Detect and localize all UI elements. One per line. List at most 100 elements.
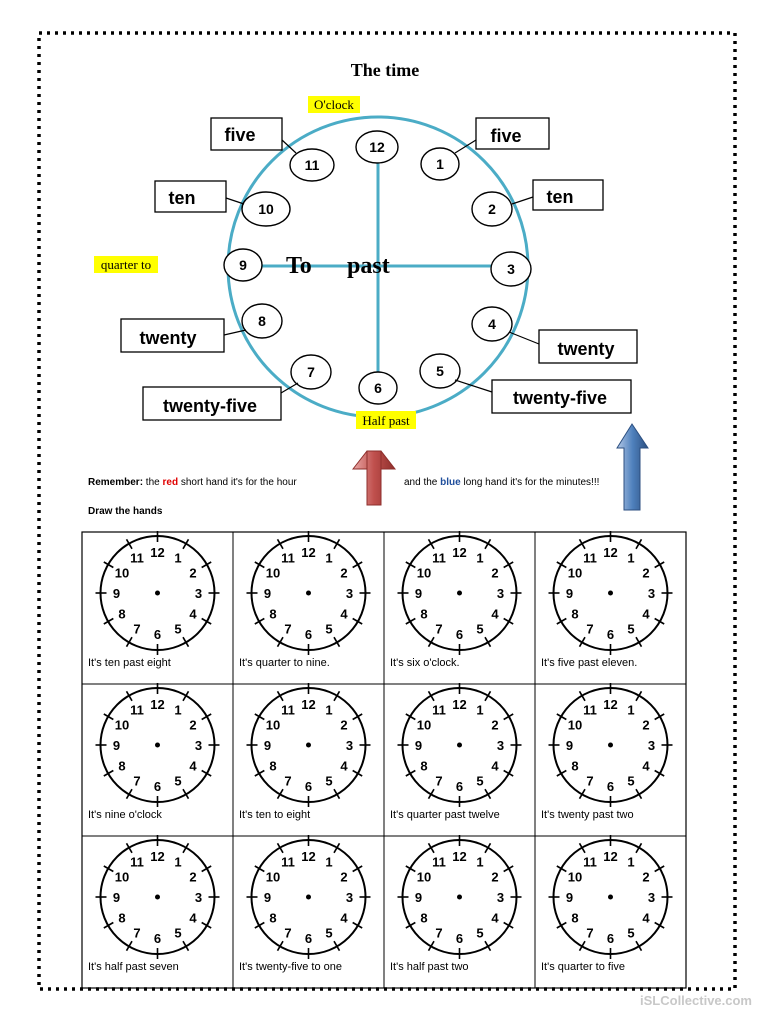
half-past-highlight bbox=[356, 411, 416, 429]
clock-tick bbox=[254, 561, 265, 569]
clock-numeral: 4 bbox=[642, 607, 650, 622]
clock-numeral: 8 bbox=[118, 759, 125, 774]
clock-numeral: 4 bbox=[189, 759, 197, 774]
connector-line bbox=[454, 139, 477, 154]
clock-numeral: 3 bbox=[648, 586, 655, 601]
word-box-twenty-right: twenty bbox=[538, 329, 638, 364]
word-box-twentyfive-left: twenty-five bbox=[142, 386, 282, 421]
clock-numeral: 10 bbox=[568, 870, 582, 885]
clock-numeral: 6 bbox=[305, 779, 312, 794]
clock-numeral: 2 bbox=[189, 718, 196, 733]
clock-numeral: 11 bbox=[130, 702, 144, 717]
clock-tick bbox=[578, 538, 586, 550]
clock-numeral: 9 bbox=[566, 738, 573, 753]
clock-numeral: 9 bbox=[415, 890, 422, 905]
clock-number-12: 12 bbox=[355, 130, 399, 164]
clock-number-label: 10 bbox=[258, 201, 274, 217]
clock-numeral: 8 bbox=[571, 607, 578, 622]
clock-numeral: 7 bbox=[133, 622, 140, 637]
clock-tick bbox=[201, 617, 212, 625]
blue-up-arrow-icon bbox=[616, 423, 649, 511]
clock-tick bbox=[635, 940, 643, 952]
clock-tick bbox=[276, 538, 284, 550]
clock-numeral: 5 bbox=[325, 622, 332, 637]
remember-prefix: Remember: bbox=[88, 477, 143, 488]
clock-tick bbox=[254, 921, 265, 929]
clock-numeral: 2 bbox=[340, 870, 347, 885]
clock-numeral: 5 bbox=[325, 926, 332, 941]
connector-line bbox=[454, 379, 493, 393]
clock-numeral: 8 bbox=[269, 759, 276, 774]
clock-tick bbox=[276, 842, 284, 854]
connector-line bbox=[223, 329, 247, 336]
clock-number-1: 1 bbox=[420, 147, 460, 181]
clock-tick bbox=[635, 788, 643, 800]
clock-tick bbox=[427, 842, 435, 854]
clock-tick bbox=[254, 617, 265, 625]
clock-tick bbox=[352, 713, 363, 721]
clock-numeral: 7 bbox=[284, 774, 291, 789]
word-box-five-left: five bbox=[210, 117, 283, 151]
clock-tick bbox=[556, 865, 567, 873]
clock-numeral: 2 bbox=[491, 870, 498, 885]
clock-numeral: 12 bbox=[150, 697, 164, 712]
clock-numeral: 10 bbox=[266, 870, 280, 885]
clock-center-dot bbox=[155, 590, 160, 596]
clock-tick bbox=[103, 617, 114, 625]
clock-numeral: 5 bbox=[174, 774, 181, 789]
clock-numeral: 12 bbox=[603, 849, 617, 864]
clock-numeral: 8 bbox=[118, 911, 125, 926]
clock-number-label: 11 bbox=[305, 157, 320, 173]
clock-numeral: 12 bbox=[150, 545, 164, 560]
clock-tick bbox=[333, 788, 341, 800]
word-box-label: twenty-five bbox=[513, 388, 607, 408]
clock-numeral: 7 bbox=[133, 774, 140, 789]
word-box-label: five bbox=[224, 125, 255, 145]
clock-center-dot bbox=[608, 742, 613, 748]
clock-numeral: 4 bbox=[642, 911, 650, 926]
clock-numeral: 11 bbox=[432, 854, 446, 869]
page-border bbox=[37, 31, 737, 991]
clock-number-6: 6 bbox=[358, 371, 398, 405]
clock-number-5: 5 bbox=[419, 353, 461, 389]
clock-numeral: 6 bbox=[154, 779, 161, 794]
clock-numeral: 8 bbox=[420, 911, 427, 926]
clock-tick bbox=[182, 940, 190, 952]
watermark: iSLCollective.com bbox=[640, 993, 752, 1008]
clock-numeral: 2 bbox=[340, 718, 347, 733]
clock-numeral: 7 bbox=[586, 774, 593, 789]
clock-numeral: 3 bbox=[346, 890, 353, 905]
clock-caption: It's six o'clock. bbox=[390, 657, 460, 669]
clock-center-dot bbox=[457, 742, 462, 748]
clock-numeral: 9 bbox=[566, 890, 573, 905]
word-box-label: ten bbox=[169, 188, 196, 208]
clock-numeral: 6 bbox=[305, 627, 312, 642]
remember-red-word: red bbox=[163, 477, 179, 488]
word-box-label: twenty bbox=[557, 339, 614, 359]
clock-tick bbox=[182, 538, 190, 550]
clock-numeral: 10 bbox=[115, 718, 129, 733]
clock-numeral: 11 bbox=[432, 702, 446, 717]
clock-number-3: 3 bbox=[490, 251, 532, 287]
clock-center-dot bbox=[608, 590, 613, 596]
clock-tick bbox=[182, 690, 190, 702]
clock-numeral: 1 bbox=[174, 702, 181, 717]
clock-tick bbox=[427, 690, 435, 702]
clock-tick bbox=[654, 769, 665, 777]
clock-numeral: 5 bbox=[627, 622, 634, 637]
clock-numeral: 12 bbox=[301, 697, 315, 712]
clock-numeral: 6 bbox=[456, 627, 463, 642]
clock-numeral: 4 bbox=[642, 759, 650, 774]
